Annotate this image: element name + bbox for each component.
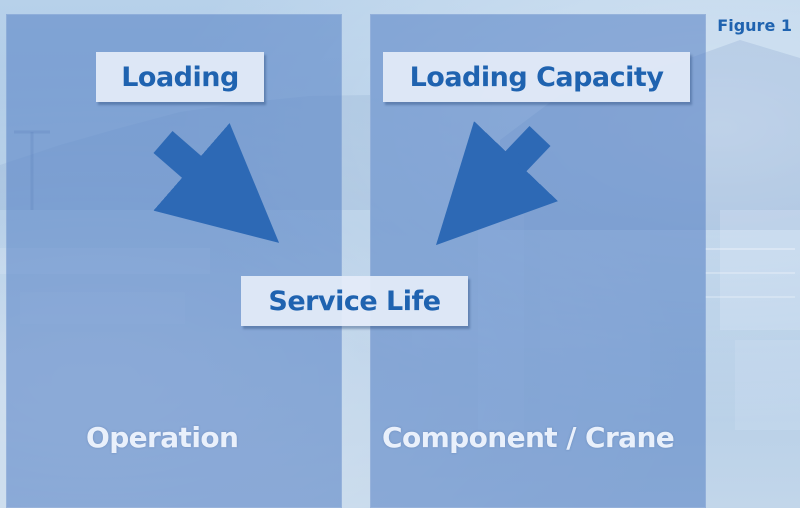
operation-label: Operation [86, 421, 239, 454]
loading-capacity-label: Loading Capacity [383, 52, 690, 102]
component-crane-label: Component / Crane [382, 421, 675, 454]
loading-label: Loading [96, 52, 264, 102]
service-life-label: Service Life [241, 276, 468, 326]
figure-label: Figure 1 [717, 16, 792, 35]
